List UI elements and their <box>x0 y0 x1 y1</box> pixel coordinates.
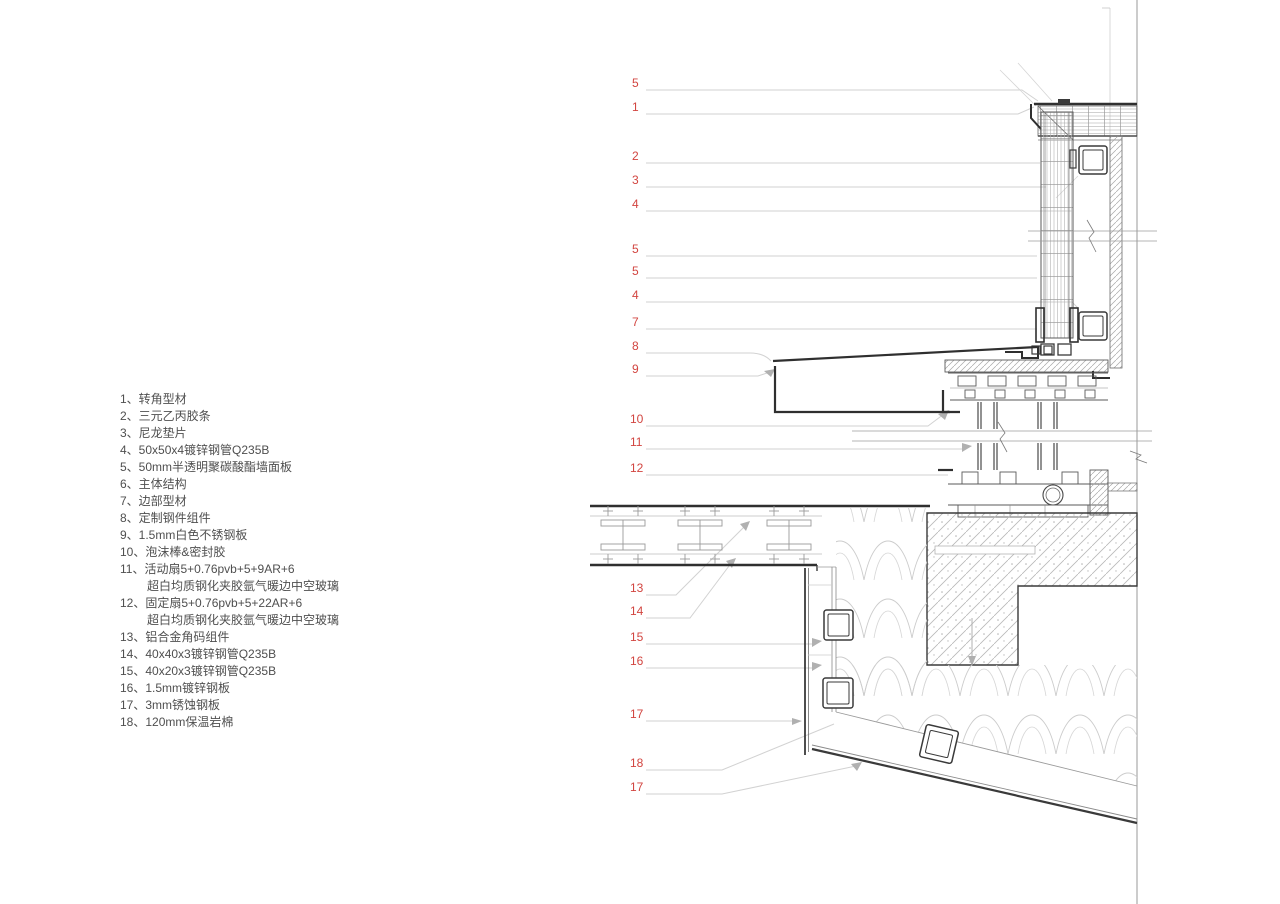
callout-number: 14 <box>630 604 644 618</box>
break-line-upper <box>1028 219 1157 253</box>
legend-item: 1、转角型材 <box>120 392 187 406</box>
square-tube-50x50 <box>1078 311 1108 341</box>
callout-number: 13 <box>630 581 644 595</box>
wall-edge-hatched-strip <box>1109 135 1123 369</box>
legend-item: 15、40x20x3镀锌钢管Q235B <box>120 664 277 678</box>
square-tube-50x50 <box>1069 145 1108 175</box>
square-tube-40x40 <box>823 609 854 641</box>
material-legend: 1、转角型材 2、三元乙丙胶条 3、尼龙垫片 4、50x50x4镀锌钢管Q235… <box>120 391 339 731</box>
legend-item: 6、主体结构 <box>120 477 187 491</box>
callout-number: 5 <box>632 264 639 278</box>
callout-number: 9 <box>632 362 639 376</box>
callout-number: 18 <box>630 756 644 770</box>
legend-item: 18、120mm保温岩棉 <box>120 715 234 729</box>
wall-polycarbonate-panel <box>1005 111 1079 359</box>
legend-item: 3、尼龙垫片 <box>120 426 187 440</box>
legend-item: 4、50x50x4镀锌钢管Q235B <box>120 443 270 457</box>
callout-numbers: 5 1 2 3 4 5 5 4 7 8 9 10 11 12 13 14 15 … <box>630 76 644 794</box>
legend-item: 11、活动扇5+0.76pvb+5+9AR+6 <box>120 562 295 576</box>
legend-item: 8、定制钢件组件 <box>120 511 211 525</box>
concrete-main-structure <box>926 512 1138 666</box>
callout-number: 17 <box>630 780 644 794</box>
leader-arrowheads <box>726 369 972 771</box>
callout-number: 12 <box>630 461 644 475</box>
window-head-assembly <box>941 345 1110 414</box>
callout-number: 5 <box>632 76 639 90</box>
soffit-panel <box>590 504 930 571</box>
square-tube-40x40 <box>822 677 854 709</box>
legend-item: 17、3mm锈蚀钢板 <box>120 698 221 712</box>
callout-number: 3 <box>632 173 639 187</box>
canopy-steel-cladding <box>772 345 1038 414</box>
callout-number: 8 <box>632 339 639 353</box>
callout-number: 10 <box>630 412 644 426</box>
legend-item: 9、1.5mm白色不锈钢板 <box>120 528 248 542</box>
callout-number: 17 <box>630 707 644 721</box>
legend-item: 10、泡沫棒&密封胶 <box>120 545 226 559</box>
legend-item-continuation: 超白均质钢化夹胶氩气暖边中空玻璃 <box>147 579 340 593</box>
callout-number: 11 <box>630 435 643 449</box>
legend-item: 16、1.5mm镀锌钢板 <box>120 681 231 695</box>
legend-item: 14、40x40x3镀锌钢管Q235B <box>120 647 277 661</box>
legend-item: 13、铝合金角码组件 <box>120 630 230 644</box>
callout-number: 2 <box>632 149 639 163</box>
roof-polycarbonate-panel <box>1030 99 1138 141</box>
callout-number: 15 <box>630 630 644 644</box>
callout-number: 4 <box>632 288 639 302</box>
sloped-soffit <box>811 711 1138 825</box>
aluminium-corner-brackets <box>600 506 812 564</box>
callout-number: 1 <box>632 100 639 114</box>
square-tube-40x40-tilted <box>918 723 960 765</box>
callout-number: 7 <box>632 315 639 329</box>
fascia-steel-plate <box>804 567 837 755</box>
legend-item: 12、固定扇5+0.76pvb+5+22AR+6 <box>120 596 303 610</box>
legend-item: 2、三元乙丙胶条 <box>120 409 211 423</box>
window-sill-assembly <box>938 468 1138 518</box>
callout-number: 5 <box>632 242 639 256</box>
insulated-glazing-units <box>977 402 1058 470</box>
break-line-mid <box>852 421 1152 464</box>
legend-item-continuation: 超白均质钢化夹胶氩气暖边中空玻璃 <box>147 613 340 627</box>
legend-item: 5、50mm半透明聚碳酸酯墙面板 <box>120 460 293 474</box>
callout-number: 4 <box>632 197 639 211</box>
callout-number: 16 <box>630 654 644 668</box>
legend-item: 7、边部型材 <box>120 494 187 508</box>
